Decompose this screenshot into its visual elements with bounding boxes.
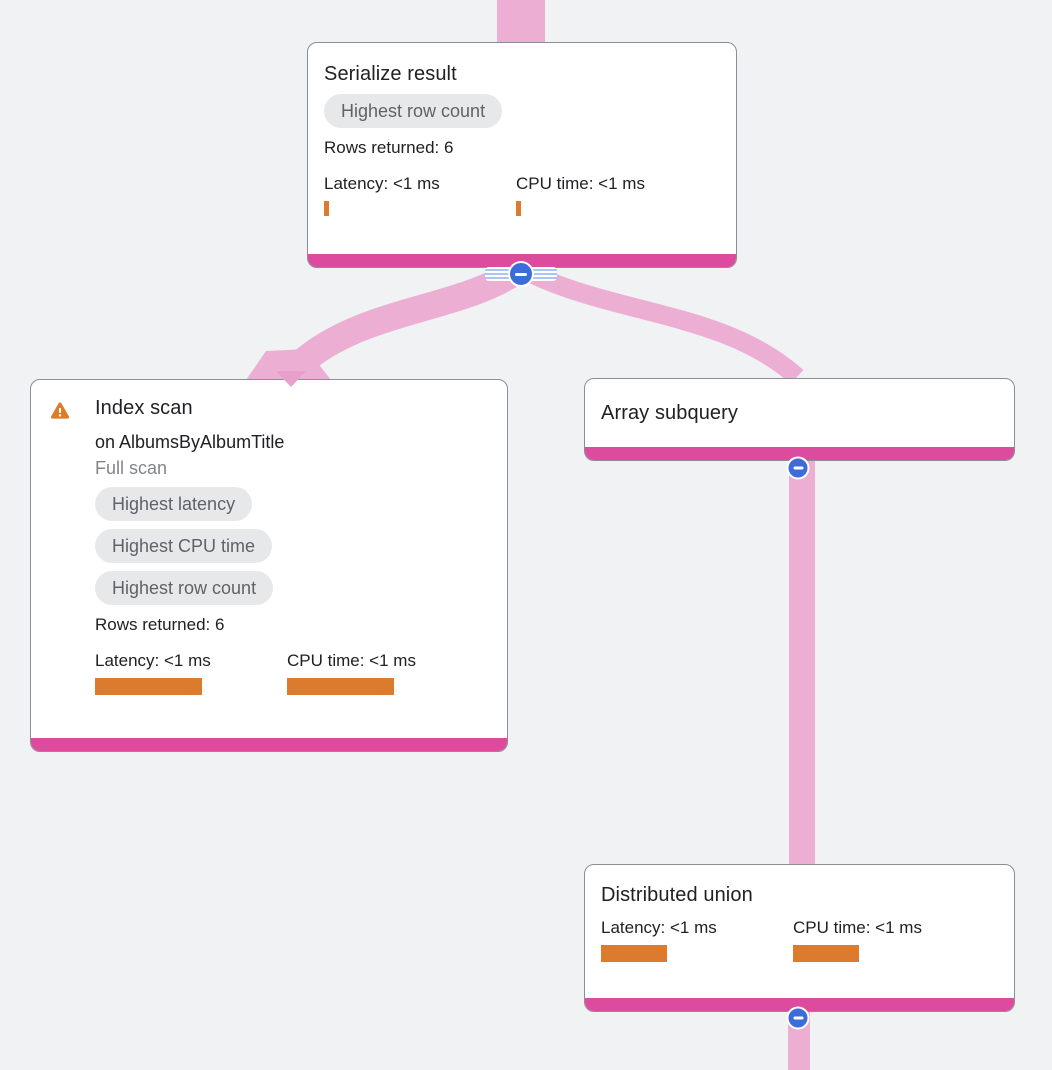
cpu-time-bar bbox=[516, 201, 521, 216]
badge-highest-row-count: Highest row count bbox=[95, 571, 274, 605]
latency-label: Latency: <1 ms bbox=[324, 174, 440, 193]
scan-type-label: Full scan bbox=[95, 458, 168, 478]
cpu-time-label: CPU time: <1 ms bbox=[516, 174, 645, 193]
edge-serialize-to-index-scan bbox=[282, 260, 523, 382]
node-title: Serialize result bbox=[324, 63, 457, 85]
edge-serialize-to-index-scan-fan bbox=[246, 349, 331, 380]
collapse-minus-icon bbox=[793, 466, 803, 470]
collapse-button-serialize-result[interactable] bbox=[485, 261, 557, 287]
latency-label: Latency: <1 ms bbox=[95, 651, 211, 670]
cpu-time-bar bbox=[793, 945, 859, 962]
node-accent-bar bbox=[31, 738, 507, 751]
badge-highest-cpu-time: Highest CPU time bbox=[95, 529, 273, 563]
latency-bar bbox=[601, 945, 667, 962]
cpu-time-label: CPU time: <1 ms bbox=[793, 918, 922, 937]
collapse-minus-icon bbox=[515, 272, 527, 276]
edge-serialize-to-array-subquery bbox=[523, 263, 804, 385]
collapse-button-array-subquery[interactable] bbox=[786, 456, 810, 480]
badge-highest-row-count: Highest row count bbox=[324, 94, 503, 128]
node-accent-bar bbox=[585, 447, 1014, 460]
node-array-subquery[interactable]: Array subquery bbox=[584, 378, 1015, 461]
node-accent-bar bbox=[585, 998, 1014, 1011]
node-index-scan[interactable]: Index scan on AlbumsByAlbumTitle Full sc… bbox=[30, 379, 508, 752]
node-distributed-union[interactable]: Distributed union Latency: <1 ms CPU tim… bbox=[584, 864, 1015, 1012]
node-subtitle: on AlbumsByAlbumTitle bbox=[95, 432, 285, 452]
node-stats: Latency: <1 ms CPU time: <1 ms bbox=[601, 918, 998, 962]
cpu-time-bar bbox=[287, 678, 394, 695]
collapse-button-distributed-union[interactable] bbox=[786, 1006, 810, 1030]
warning-icon bbox=[50, 402, 70, 419]
badge-highest-latency: Highest latency bbox=[95, 487, 253, 521]
latency-bar bbox=[95, 678, 202, 695]
rows-returned-label: Rows returned: 6 bbox=[95, 615, 225, 634]
node-title: Distributed union bbox=[601, 884, 753, 906]
node-stats: Latency: <1 ms CPU time: <1 ms bbox=[324, 174, 720, 216]
node-title: Array subquery bbox=[601, 402, 739, 424]
node-stats: Latency: <1 ms CPU time: <1 ms bbox=[95, 651, 479, 695]
node-title: Index scan bbox=[95, 397, 193, 419]
collapse-minus-icon bbox=[793, 1016, 803, 1020]
rows-returned-label: Rows returned: 6 bbox=[324, 138, 454, 157]
node-accent-bar bbox=[308, 254, 736, 267]
latency-label: Latency: <1 ms bbox=[601, 918, 717, 937]
cpu-time-label: CPU time: <1 ms bbox=[287, 651, 416, 670]
latency-bar bbox=[324, 201, 329, 216]
node-serialize-result[interactable]: Serialize result Highest row count Rows … bbox=[307, 42, 737, 268]
